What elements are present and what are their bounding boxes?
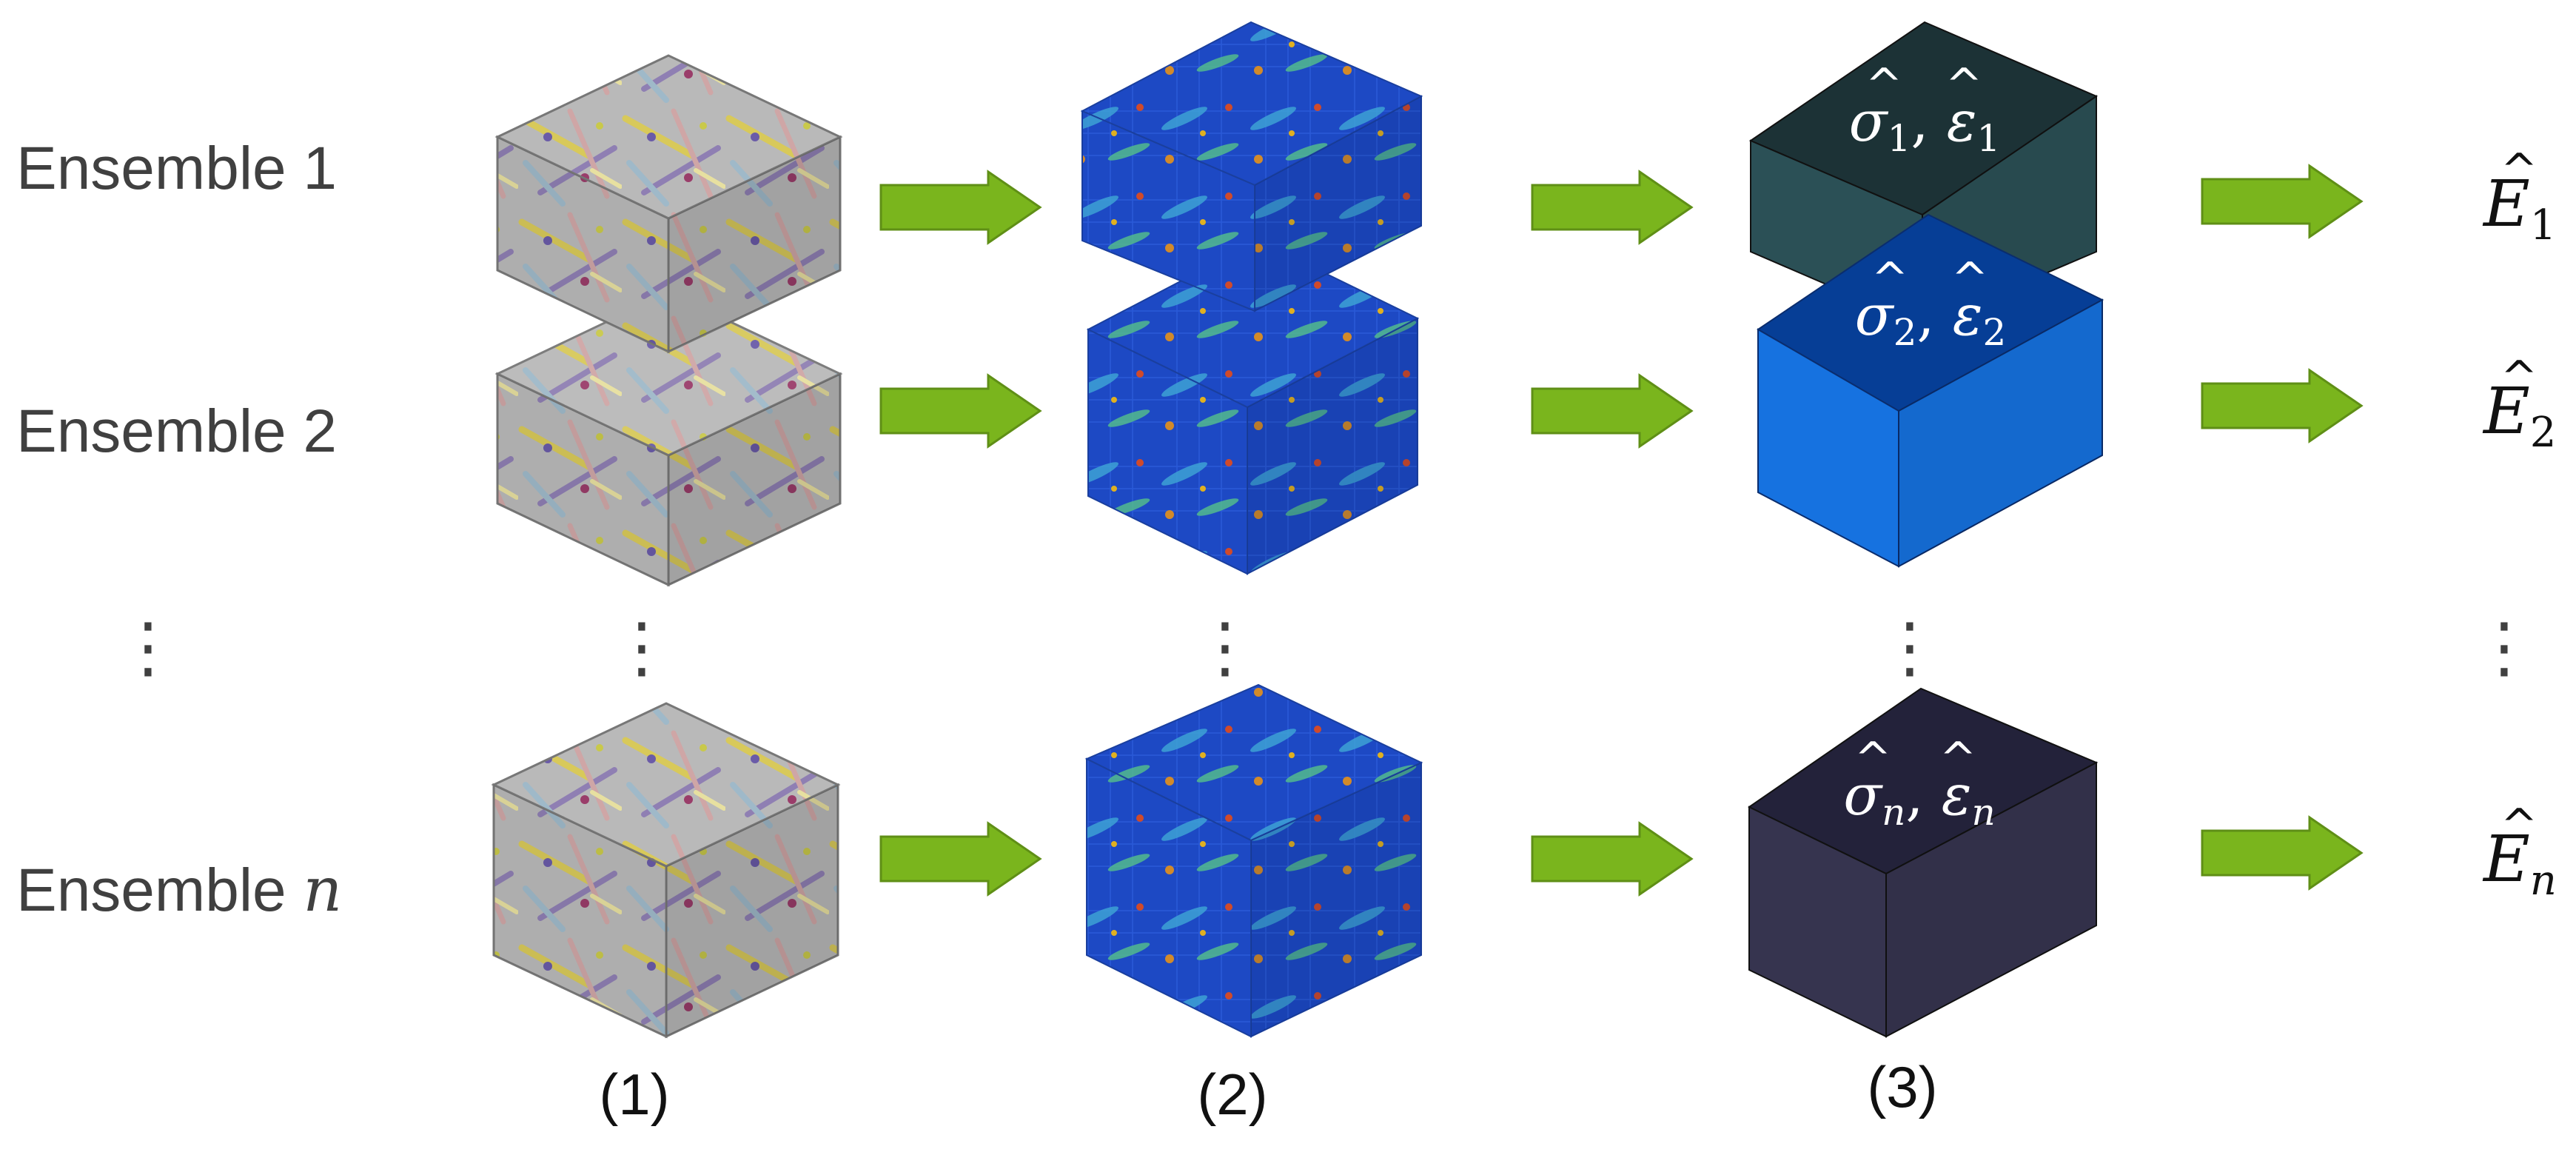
caption-step-3: (3) bbox=[1867, 1054, 1937, 1119]
svg-text:^: ^ bbox=[2500, 144, 2538, 196]
arrow-result-to-modulus-row-2 bbox=[2201, 368, 2364, 443]
caption-step-1: (1) bbox=[599, 1062, 669, 1127]
rve-cube-ensemble-n bbox=[491, 702, 841, 1039]
ellipsis-moduli: ⋮ bbox=[2471, 609, 2538, 686]
arrow-rve-to-fem-row-3 bbox=[879, 821, 1042, 897]
result-hat-ensemble-2b: ^ bbox=[1951, 253, 1988, 305]
result-hat-ensemble-1b: ^ bbox=[1945, 59, 1982, 111]
rve-cube-ensemble-2 bbox=[494, 291, 843, 587]
result-hat-ensemble-2: ^ bbox=[1871, 253, 1908, 305]
result-label-ensemble-n: σn, εn bbox=[1843, 762, 1995, 834]
result-label-ensemble-1: σ1, ε1 bbox=[1849, 88, 2001, 160]
fem-cube-ensemble-2 bbox=[1086, 239, 1420, 575]
fem-cube-ensemble-n bbox=[1084, 683, 1423, 1038]
svg-text:En: En bbox=[2482, 823, 2557, 905]
modulus-ensemble-1: E1 ^ bbox=[2482, 144, 2556, 250]
arrow-fem-to-result-row-1 bbox=[1531, 170, 1694, 245]
arrow-fem-to-result-row-2 bbox=[1531, 373, 1694, 449]
modulus-ensemble-n: En ^ bbox=[2482, 800, 2557, 905]
svg-text:E1: E1 bbox=[2482, 167, 2556, 250]
svg-text:E2: E2 bbox=[2482, 375, 2556, 457]
arrow-rve-to-fem-row-1 bbox=[879, 170, 1042, 245]
fem-cube-ensemble-1 bbox=[1080, 21, 1423, 312]
arrow-result-to-modulus-row-1 bbox=[2201, 164, 2364, 239]
rve-cube-ensemble-1 bbox=[494, 54, 843, 354]
result-box-ensemble-2 bbox=[1757, 213, 2104, 568]
caption-step-2: (2) bbox=[1197, 1062, 1267, 1127]
svg-text:^: ^ bbox=[2500, 352, 2538, 404]
row-label-ensemble-1: Ensemble 1 bbox=[16, 135, 337, 202]
svg-text:^: ^ bbox=[2500, 800, 2538, 851]
ellipsis-labels: ⋮ bbox=[115, 609, 181, 686]
row-label-ensemble-n: Ensemble n bbox=[16, 855, 342, 925]
result-hat-ensemble-n: ^ bbox=[1854, 733, 1891, 785]
row-label-ensemble-2: Ensemble 2 bbox=[16, 398, 337, 465]
ellipsis-rve: ⋮ bbox=[608, 609, 675, 686]
arrow-rve-to-fem-row-2 bbox=[879, 373, 1042, 449]
arrow-fem-to-result-row-3 bbox=[1531, 821, 1694, 897]
result-hat-ensemble-nb: ^ bbox=[1939, 733, 1976, 785]
ellipsis-results: ⋮ bbox=[1876, 609, 1943, 686]
arrow-result-to-modulus-row-3 bbox=[2201, 815, 2364, 891]
result-label-ensemble-2: σ2, ε2 bbox=[1855, 282, 2007, 354]
ellipsis-fem: ⋮ bbox=[1192, 609, 1258, 686]
result-box-ensemble-n bbox=[1748, 687, 2099, 1038]
arrows-layer bbox=[879, 164, 2364, 897]
result-hat-ensemble-1: ^ bbox=[1865, 59, 1902, 111]
modulus-ensemble-2: E2 ^ bbox=[2482, 352, 2556, 457]
